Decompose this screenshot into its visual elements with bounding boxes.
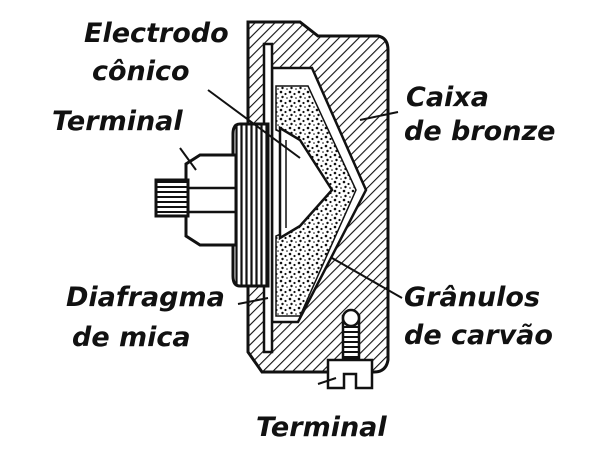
- bottom-terminal-lug: [326, 358, 374, 390]
- label-caixa-line1: Caixa: [406, 82, 489, 113]
- leader-caixa: [359, 111, 399, 121]
- leader-terminal-bottom: [317, 377, 337, 385]
- label-terminal-bottom: Terminal: [256, 412, 387, 443]
- label-granulos-line1: Grânulos: [404, 282, 540, 313]
- label-electrodo-line2: cônico: [92, 56, 190, 87]
- leader-granulos: [331, 257, 403, 299]
- conical-electrode: [278, 125, 334, 241]
- label-granulos-line2: de carvão: [404, 320, 553, 351]
- label-diafragma-line1: Diafragma: [66, 282, 225, 313]
- front-retaining-ring: [231, 122, 270, 288]
- label-caixa-line2: de bronze: [404, 116, 555, 147]
- bottom-terminal-head: [341, 308, 361, 328]
- front-terminal-screw: [154, 178, 190, 218]
- leader-diafragma: [237, 297, 269, 305]
- front-terminal-nut: [184, 153, 238, 247]
- label-electrodo-line1: Electrodo: [84, 18, 229, 49]
- leader-terminal-top: [179, 147, 197, 171]
- label-diafragma-line2: de mica: [72, 322, 191, 353]
- label-terminal-top: Terminal: [52, 106, 183, 137]
- leader-electrodo: [207, 89, 301, 159]
